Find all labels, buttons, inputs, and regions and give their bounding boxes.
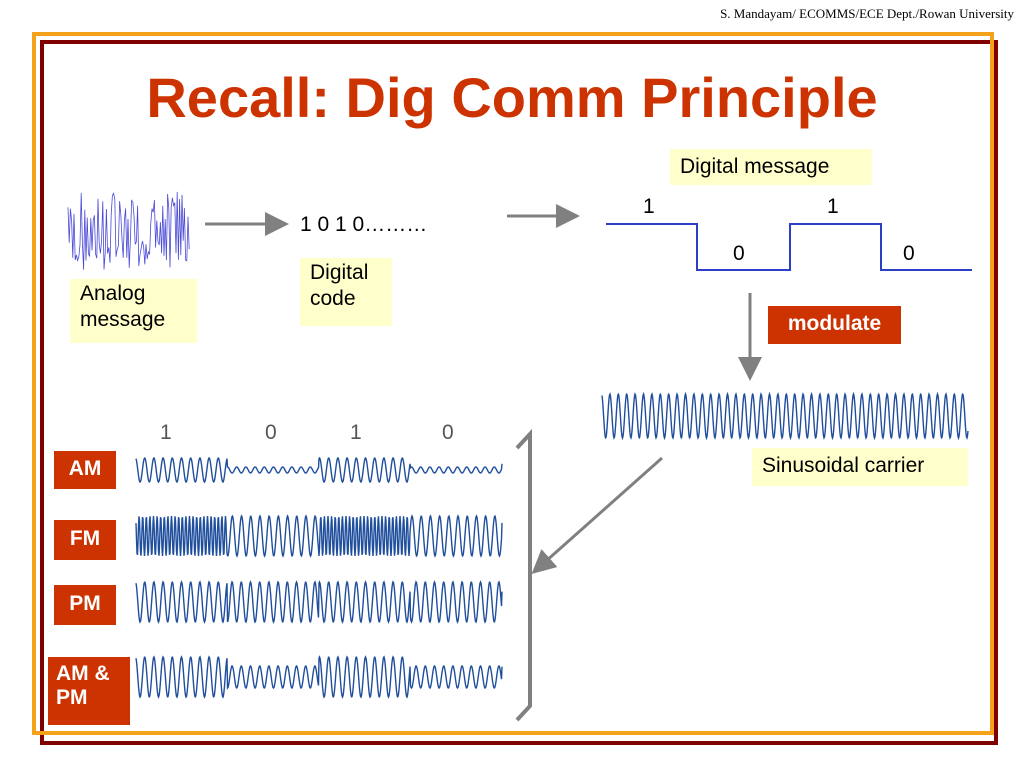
modulated-bit-2: 0: [265, 421, 277, 444]
pm-label: PM: [54, 585, 116, 625]
carrier-waveform: [601, 391, 969, 441]
arrow-carrier-to-outputs: [531, 456, 663, 574]
analog-message-label: Analog message: [70, 279, 197, 343]
fm-waveform: [135, 514, 503, 558]
digital-code-label: Digital code: [300, 258, 392, 326]
slide-frame-inner: [32, 32, 994, 735]
digital-message-label: Digital message: [670, 149, 872, 185]
square-bit-3: 1: [827, 195, 839, 218]
modulate-label: modulate: [768, 306, 901, 344]
pm-waveform: [135, 580, 503, 624]
slide-credit: S. Mandayam/ ECOMMS/ECE Dept./Rowan Univ…: [720, 6, 1014, 21]
square-bit-4: 0: [903, 242, 915, 265]
slide-frame-outer: [40, 40, 998, 745]
square-bit-2: 0: [733, 242, 745, 265]
modulated-bit-4: 0: [442, 421, 454, 444]
slide-title: Recall: Dig Comm Principle: [146, 66, 878, 129]
am-pm-label: AM & PM: [48, 657, 130, 725]
modulated-bit-3: 1: [350, 421, 362, 444]
am-pm-waveform: [135, 655, 503, 699]
analog-waveform: [67, 191, 191, 270]
digital-square-wave: [606, 223, 972, 271]
digital-code-text: 1 0 1 0………: [300, 213, 428, 236]
carrier-label: Sinusoidal carrier: [752, 448, 968, 486]
fm-label: FM: [54, 520, 116, 560]
modulated-bit-1: 1: [160, 421, 172, 444]
am-label: AM: [54, 451, 116, 489]
output-bracket: [515, 428, 532, 722]
square-bit-1: 1: [643, 195, 655, 218]
am-waveform: [135, 456, 503, 484]
